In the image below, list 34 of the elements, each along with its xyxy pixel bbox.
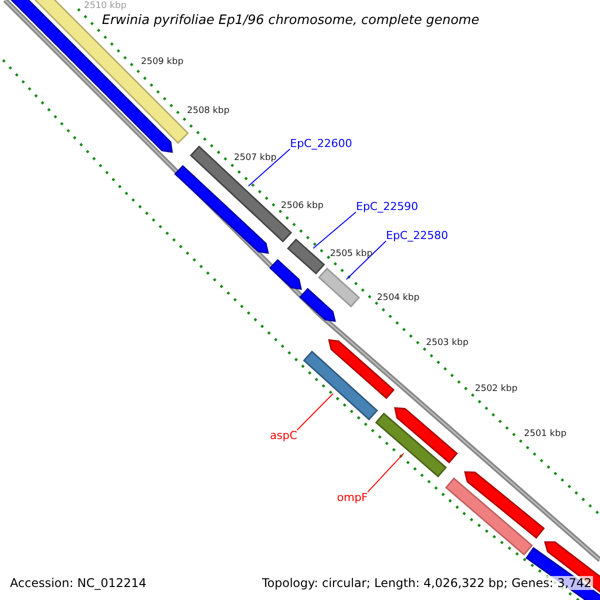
gene-label: EpC_22590 [356, 201, 418, 212]
gene-bar [328, 339, 395, 400]
gene-bar [174, 164, 269, 254]
scale-label: 2504 kbp [377, 294, 420, 303]
scale-label: 2509 kbp [141, 58, 184, 67]
gene-bar [318, 268, 360, 308]
gene-bar [445, 477, 533, 556]
gene-bar [375, 412, 447, 478]
gene-label: EpC_22580 [386, 230, 448, 241]
scale-label: 2505 kbp [330, 250, 372, 259]
scale-label: 2510 kbp [84, 2, 126, 11]
scale-label: 2506 kbp [281, 202, 324, 211]
gene-label: aspC [270, 430, 298, 441]
gene-bar [269, 258, 302, 290]
scale-label: 2507 kbp [234, 154, 276, 163]
chart-title: Erwinia pyrifoliae Ep1/96 chromosome, complete genome [102, 14, 480, 27]
gene-bar [302, 350, 378, 420]
gene-bar [286, 238, 326, 275]
scale-label: 2502 kbp [475, 385, 518, 394]
leader-line [312, 212, 356, 249]
gene-label: EpC_22600 [290, 138, 352, 149]
scale-label: 2508 kbp [187, 107, 230, 116]
scale-label: 2503 kbp [426, 339, 468, 348]
leader-line [346, 240, 386, 280]
gene-bar [464, 471, 545, 539]
gene-label: ompF [337, 492, 368, 503]
accession-text: Accession: NC_012214 [9, 576, 148, 590]
genome-info-text: Topology: circular; Length: 4,026,322 bp; Genes: 3,742 [261, 576, 593, 590]
gene-bar [394, 407, 458, 464]
scale-label: 2501 kbp [524, 430, 566, 439]
leader-line [367, 452, 404, 492]
leader-line [296, 393, 334, 430]
gene-bar [299, 288, 336, 322]
leader-line [248, 148, 290, 186]
